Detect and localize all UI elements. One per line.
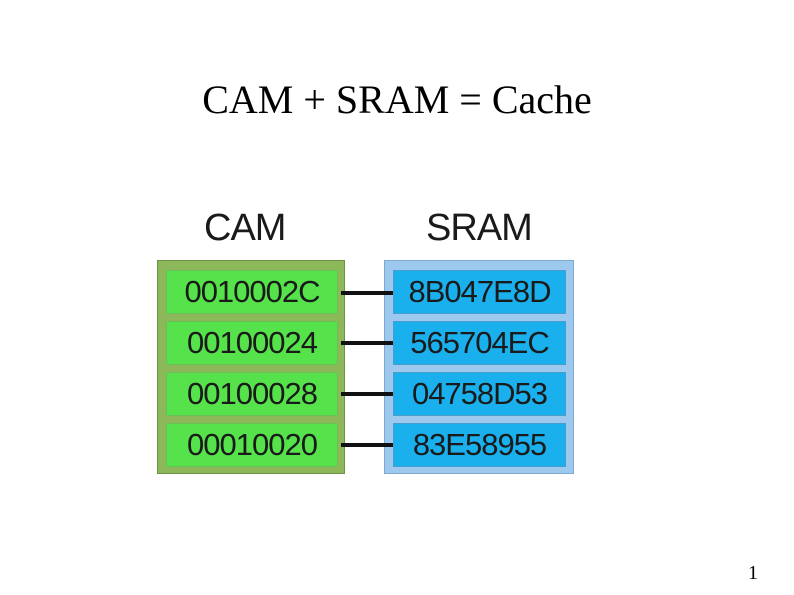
cam-label: CAM <box>204 207 286 249</box>
sram-entry: 8B047E8D <box>393 270 566 314</box>
cam-entry: 0010002C <box>166 270 338 314</box>
row-connector <box>341 341 393 345</box>
slide-title: CAM + SRAM = Cache <box>202 77 592 122</box>
sram-entry: 83E58955 <box>393 423 566 467</box>
page-number: 1 <box>748 562 758 584</box>
sram-entry: 565704EC <box>393 321 566 365</box>
sram-entry: 04758D53 <box>393 372 566 416</box>
row-connector <box>341 443 393 447</box>
sram-label: SRAM <box>426 207 533 249</box>
row-connector <box>341 291 393 295</box>
cam-entry: 00100024 <box>166 321 338 365</box>
cam-entry: 00010020 <box>166 423 338 467</box>
row-connector <box>341 392 393 396</box>
cam-entry: 00100028 <box>166 372 338 416</box>
